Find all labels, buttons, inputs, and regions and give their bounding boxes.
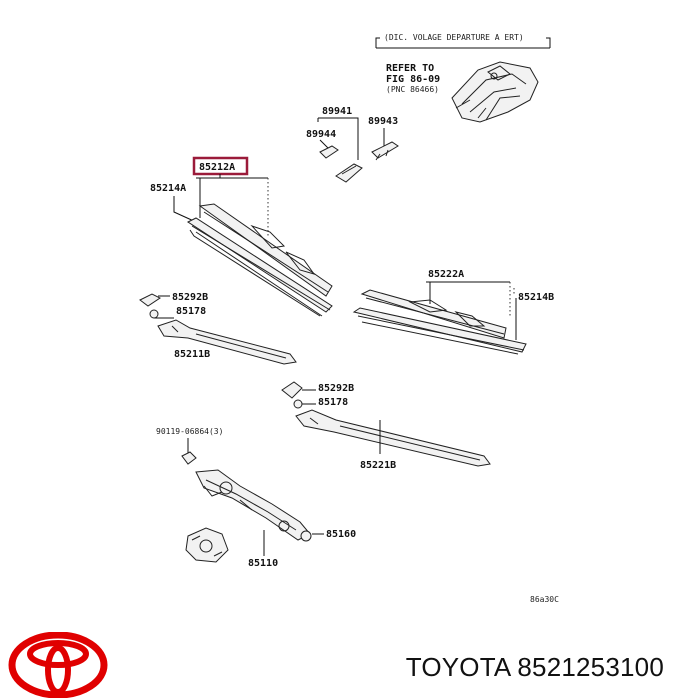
- wiper-arm-85211B: [157, 319, 297, 365]
- arm-cap-right-part: [281, 381, 303, 399]
- callout-90119: 90119-06864(3): [156, 427, 223, 436]
- callout-85178-right: 85178: [318, 397, 348, 408]
- nut-right-part: [293, 399, 303, 409]
- arm-cap-left-part: [139, 293, 161, 307]
- wiper-arm-85221B: [295, 409, 491, 467]
- brand-row: TOYOTA 8521253100: [0, 622, 700, 700]
- callout-85211B: 85211B: [174, 349, 210, 360]
- callout-refer-2: FIG 86-09: [386, 74, 440, 85]
- callout-refer-3: (PNC 86466): [386, 85, 439, 94]
- callout-89943: 89943: [368, 116, 398, 127]
- callout-note: (DIC. VOLAGE DEPARTURE A ERT): [384, 33, 524, 42]
- callout-89941: 89941: [322, 106, 352, 117]
- wiper-motor-85110: [185, 527, 229, 563]
- callout-85292B-left: 85292B: [172, 292, 208, 303]
- clip-89944-part: [319, 145, 339, 159]
- camera-bracket-part: [451, 61, 539, 123]
- reference-bracket: [375, 37, 551, 49]
- wiper-link-part: [195, 469, 311, 541]
- toyota-logo-icon: [8, 632, 108, 698]
- wiper-rubber-85214A: [186, 217, 333, 317]
- callout-85212A: 85212A: [199, 162, 235, 173]
- clip-89941-part: [335, 163, 363, 183]
- bolt-90119-part: [181, 451, 197, 465]
- figure-code: 86a30C: [530, 595, 559, 604]
- brand-caption: TOYOTA 8521253100: [405, 652, 664, 682]
- callout-85221B: 85221B: [360, 460, 396, 471]
- parts-diagram: (DIC. VOLAGE DEPARTURE A ERT) REFER TO F…: [139, 33, 559, 604]
- clip-89943-part: [371, 141, 399, 161]
- nut-left-part: [149, 309, 159, 319]
- grommet-85160-part: [300, 530, 312, 542]
- callout-85160: 85160: [326, 529, 356, 540]
- callout-refer-1: REFER TO: [386, 63, 434, 74]
- callout-85292B-right: 85292B: [318, 383, 354, 394]
- callout-89944: 89944: [306, 129, 336, 140]
- callout-85214A: 85214A: [150, 183, 186, 194]
- wiper-blade-85212A: [198, 203, 333, 297]
- wiper-rubber-85214B: [352, 307, 527, 355]
- callout-85110: 85110: [248, 558, 278, 569]
- callout-85222A: 85222A: [428, 269, 464, 280]
- wiper-blade-85222A: [360, 289, 507, 339]
- callout-85178-left: 85178: [176, 306, 206, 317]
- callout-85214B: 85214B: [518, 292, 554, 303]
